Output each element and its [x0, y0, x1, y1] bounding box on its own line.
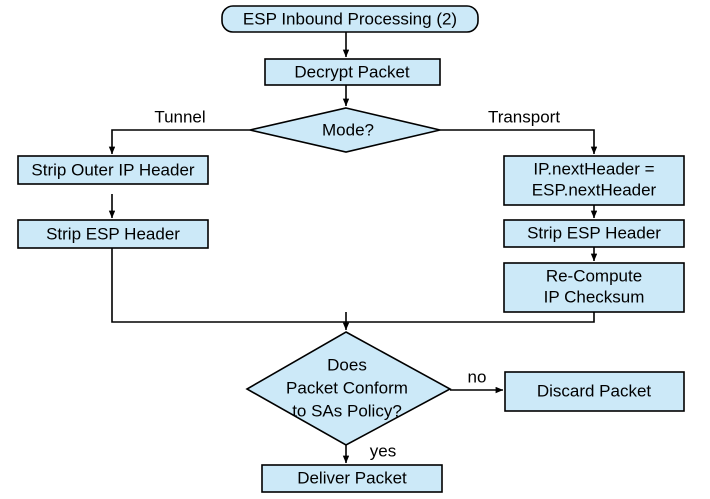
discard-shape — [504, 371, 685, 412]
next-header-shape — [503, 155, 685, 206]
start-label: ESP Inbound Processing (2) — [243, 9, 457, 28]
conform-shape — [245, 331, 452, 446]
node-discard-packet[interactable]: Discard Packet — [504, 371, 685, 412]
discard-label: Discard Packet — [537, 381, 652, 400]
mode-label: Mode? — [322, 120, 374, 139]
edge-label-tunnel: Tunnel — [154, 107, 205, 126]
deliver-label: Deliver Packet — [297, 468, 407, 487]
strip-esp-transport-label: Strip ESP Header — [527, 223, 661, 242]
edge-label-no: no — [468, 367, 487, 386]
edge-mode-tunnel — [108, 129, 250, 155]
node-strip-esp-header-transport[interactable]: Strip ESP Header — [503, 219, 685, 248]
strip-outer-ip-shape — [17, 155, 209, 185]
strip-esp-tunnel-shape — [17, 219, 209, 249]
deliver-shape — [261, 464, 443, 493]
next-header-label-line2: ESP.nextHeader — [532, 180, 657, 199]
edge-transport-merge — [346, 312, 595, 323]
mode-shape — [249, 107, 441, 153]
conform-label-line3: to SAs Policy? — [292, 401, 402, 420]
conform-label-line1: Does — [327, 355, 367, 374]
edge-tunnel-merge — [111, 248, 346, 323]
decrypt-shape — [264, 58, 441, 86]
decrypt-label: Decrypt Packet — [294, 62, 410, 81]
strip-outer-ip-label: Strip Outer IP Header — [31, 160, 194, 179]
recompute-label-line1: Re-Compute — [546, 266, 642, 285]
edge-label-yes: yes — [370, 441, 396, 460]
start-shape — [221, 5, 479, 33]
node-strip-esp-header-tunnel[interactable]: Strip ESP Header — [17, 219, 209, 249]
node-mode-decision[interactable]: Mode? — [249, 107, 441, 153]
recompute-label-line2: IP Checksum — [544, 287, 645, 306]
node-deliver-packet[interactable]: Deliver Packet — [261, 464, 443, 493]
edge-mode-transport — [440, 129, 598, 155]
edge-label-transport: Transport — [488, 107, 560, 126]
node-decrypt-packet[interactable]: Decrypt Packet — [264, 58, 441, 86]
connectors — [108, 32, 598, 464]
node-ip-next-header[interactable]: IP.nextHeader = ESP.nextHeader — [503, 155, 685, 206]
conform-label-line2: Packet Conform — [286, 378, 408, 397]
node-start[interactable]: ESP Inbound Processing (2) — [221, 5, 479, 33]
strip-esp-transport-shape — [503, 219, 685, 248]
node-recompute-ip-checksum[interactable]: Re-Compute IP Checksum — [503, 262, 685, 313]
next-header-label-line1: IP.nextHeader = — [533, 159, 654, 178]
node-conform-decision[interactable]: Does Packet Conform to SAs Policy? — [245, 331, 452, 446]
node-strip-outer-ip-header[interactable]: Strip Outer IP Header — [17, 155, 209, 185]
recompute-shape — [503, 262, 685, 313]
strip-esp-tunnel-label: Strip ESP Header — [46, 224, 180, 243]
